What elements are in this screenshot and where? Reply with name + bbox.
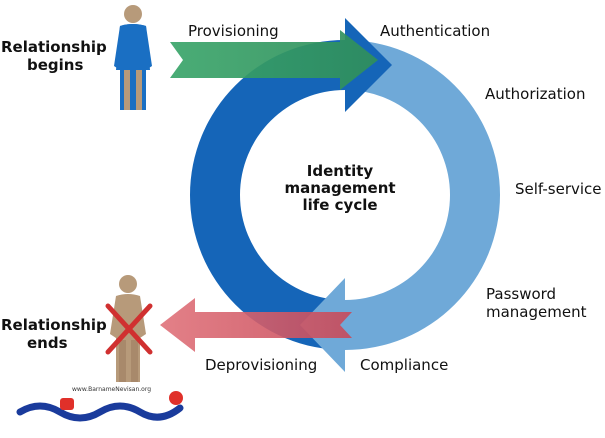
person-active-icon xyxy=(114,5,152,110)
cross-icon xyxy=(105,303,153,355)
deprovisioning-label: Deprovisioning xyxy=(205,356,318,374)
deprovisioning-arrow xyxy=(160,298,352,352)
lifecycle-ring-right xyxy=(345,40,500,350)
watermark-logo: www.BarnameNevisan.org xyxy=(14,381,194,431)
authorization-label: Authorization xyxy=(485,85,586,103)
watermark-url: www.BarnameNevisan.org xyxy=(72,386,151,393)
relationship-ends-label: Relationship ends xyxy=(1,316,107,352)
lifecycle-ring-left xyxy=(190,40,345,350)
watermark-logo-graphic xyxy=(16,391,184,422)
provisioning-label: Provisioning xyxy=(188,22,279,40)
authentication-label: Authentication xyxy=(380,22,491,40)
provisioning-arrow xyxy=(170,30,378,90)
self-service-label: Self-service xyxy=(515,180,602,198)
password-management-label: Password management xyxy=(486,285,587,321)
center-title: Identity management life cycle xyxy=(284,162,396,214)
compliance-label: Compliance xyxy=(360,356,449,374)
relationship-begins-label: Relationship begins xyxy=(1,38,107,74)
